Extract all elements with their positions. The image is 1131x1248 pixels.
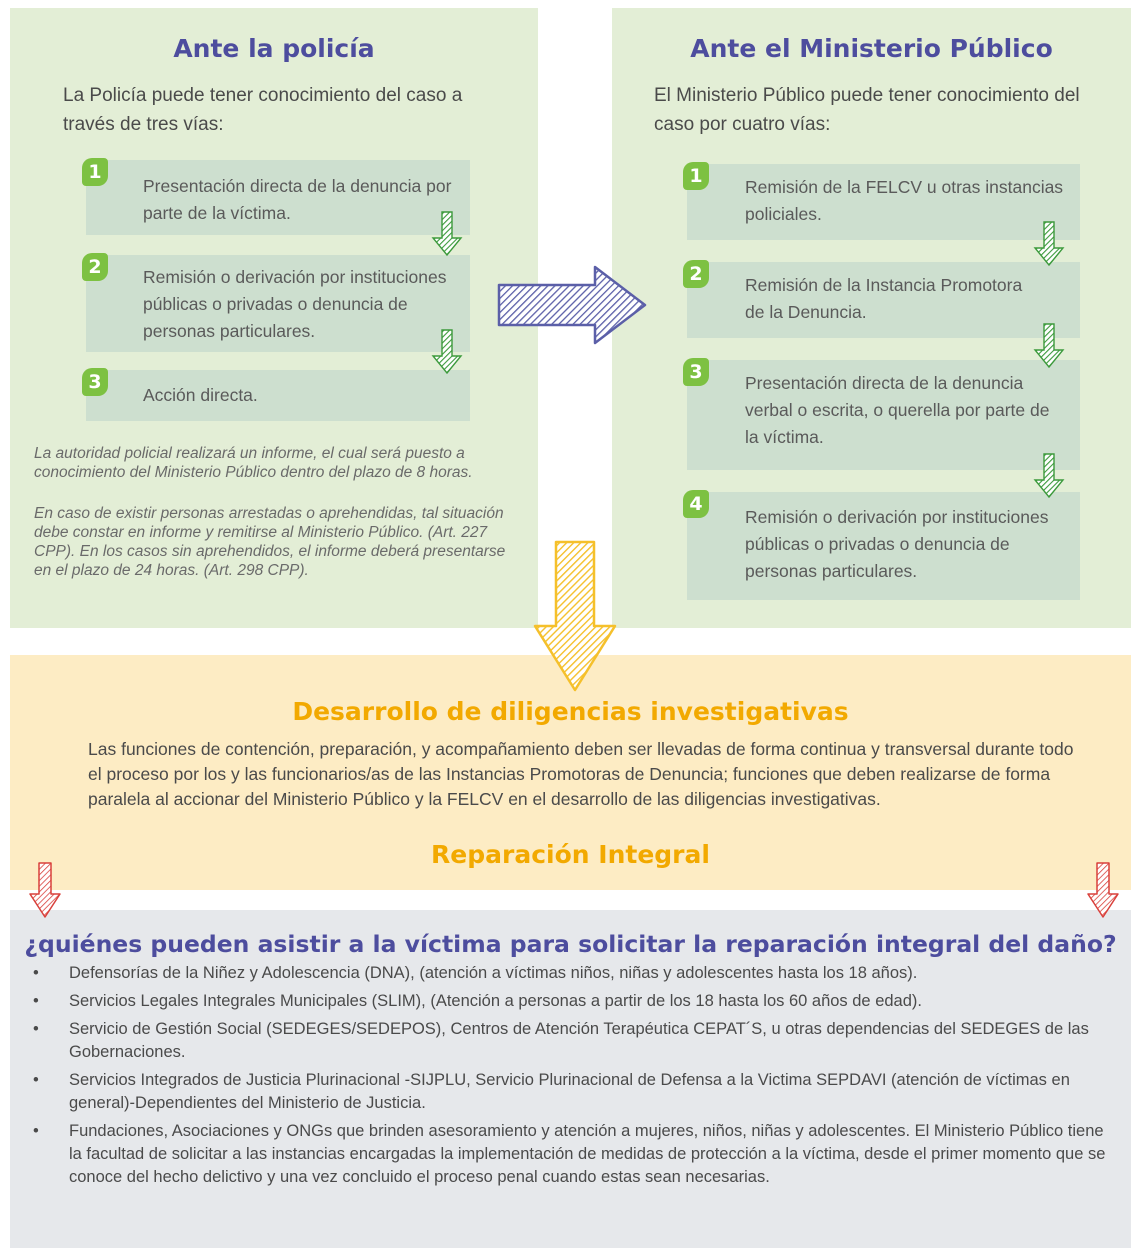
ministry-step-2-badge: 2 [683,260,709,288]
police-panel-intro: La Policía puede tener conocimiento del … [63,85,463,135]
police-step-1: Presentación directa de la denuncia por … [86,160,470,235]
ministry-step-1: Remisión de la FELCV u otras instancias … [687,164,1080,240]
investigation-text: Las funciones de contención, preparación… [88,739,1074,809]
police-step-2-text: Remisión o derivación por instituciones … [143,267,447,341]
arrow-down-icon [431,211,463,257]
police-step-3-badge: 3 [82,368,108,396]
ministry-panel: Ante el Ministerio Público El Ministerio… [612,8,1131,628]
list-item-text: Servicios Integrados de Justicia Plurina… [69,1071,1070,1112]
list-item-text: Defensorías de la Niñez y Adolescencia (… [69,964,918,982]
list-item: • Defensorías de la Niñez y Adolescencia … [28,962,1108,985]
list-item: • Servicio de Gestión Social (SEDEGES/SED… [28,1018,1108,1064]
ministry-step-4-text: Remisión o derivación por instituciones … [745,507,1049,581]
arrow-down-icon [1087,862,1119,918]
police-step-3: Acción directa. [86,370,470,421]
list-item: • Fundaciones, Asociaciones y ONGs que br… [28,1120,1108,1189]
list-item: • Servicios Integrados de Justicia Plurin… [28,1069,1108,1115]
bullet-icon: • [33,1020,39,1038]
ministry-panel-intro: El Ministerio Público puede tener conoci… [654,85,1080,135]
ministry-step-3: Presentación directa de la denuncia verb… [687,360,1080,470]
ministry-step-1-text: Remisión de la FELCV u otras instancias … [745,177,1064,224]
bullet-icon: • [33,1071,39,1089]
police-step-2: Remisión o derivación por instituciones … [86,255,470,352]
reparation-title: Reparación Integral [431,840,710,869]
bullet-icon: • [33,992,39,1010]
list-item-text: Fundaciones, Asociaciones y ONGs que bri… [69,1122,1106,1186]
bullet-icon: • [33,1122,39,1140]
arrow-right-icon [497,265,647,345]
arrow-down-icon [1033,453,1065,499]
investigation-title: Desarrollo de diligencias investigativas [292,697,849,726]
ministry-step-2: Remisión de la Instancia Promotora de la… [687,262,1080,338]
police-step-2-badge: 2 [82,253,108,281]
ministry-step-3-badge: 3 [683,358,709,386]
police-note-1: La autoridad policial realizará un infor… [34,445,473,481]
ministry-step-4-badge: 4 [683,490,709,518]
investigation-panel: Desarrollo de diligencias investigativas… [10,655,1131,890]
ministry-step-4: Remisión o derivación por instituciones … [687,492,1080,600]
list-item-text: Servicio de Gestión Social (SEDEGES/SEDE… [69,1020,1089,1061]
police-panel-title: Ante la policía [173,34,375,63]
police-note-2: En caso de existir personas arrestadas o… [34,505,506,579]
ministry-panel-title: Ante el Ministerio Público [690,34,1053,63]
police-step-3-text: Acción directa. [143,385,258,405]
assistance-panel: ¿quiénes pueden asistir a la víctima par… [10,910,1131,1248]
arrow-down-icon [1033,221,1065,267]
list-item-text: Servicios Legales Integrales Municipales… [69,992,922,1010]
assistance-list: • Defensorías de la Niñez y Adolescencia … [28,962,1108,1194]
arrow-down-icon [1033,323,1065,369]
list-item: • Servicios Legales Integrales Municipal… [28,990,1108,1013]
police-panel: Ante la policía La Policía puede tener c… [10,8,538,628]
assistance-title: ¿quiénes pueden asistir a la víctima par… [24,930,1117,958]
police-step-1-badge: 1 [82,158,108,186]
ministry-step-2-text: Remisión de la Instancia Promotora de la… [745,275,1023,322]
ministry-step-1-badge: 1 [683,162,709,190]
arrow-down-icon [29,862,61,918]
ministry-step-3-text: Presentación directa de la denuncia verb… [745,373,1050,447]
arrow-down-icon [431,329,463,375]
bullet-icon: • [33,964,39,982]
arrow-down-icon [533,540,617,692]
police-step-1-text: Presentación directa de la denuncia por … [143,176,452,223]
